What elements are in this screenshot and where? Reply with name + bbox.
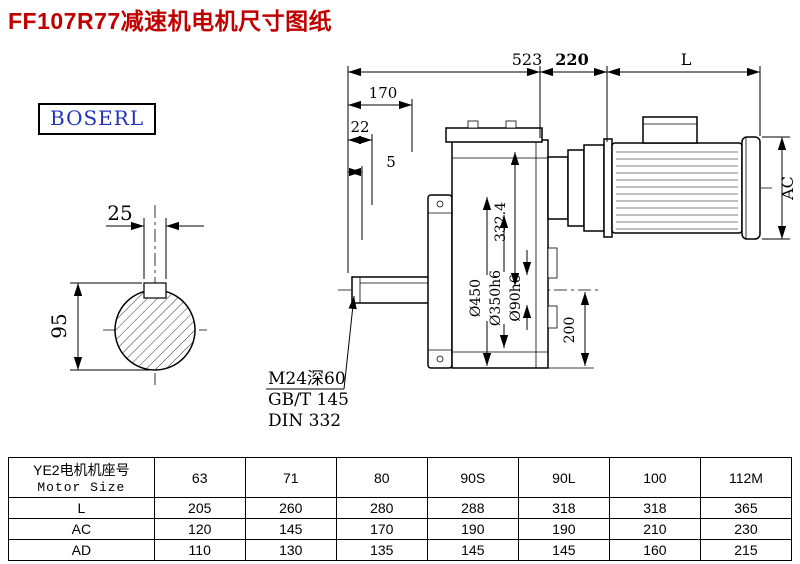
table-row: AD 110 130 135 145 145 160 215 xyxy=(8,539,793,561)
shaft-end-view: 25 95 xyxy=(47,201,207,385)
table-cell: 110 xyxy=(153,539,246,561)
shaft-bore-notes: M24深60 GB/T 145 DIN 332 xyxy=(266,295,357,431)
note-din-standard: DIN 332 xyxy=(268,411,341,431)
table-cell: 318 xyxy=(517,497,610,519)
header-title-cn: YE2电机机座号 xyxy=(33,462,130,478)
table-cell: 145 xyxy=(426,539,519,561)
dim-flange-dia: Ø450 xyxy=(468,279,484,317)
table-cell: 215 xyxy=(699,539,793,561)
col-header: 100 xyxy=(608,457,701,498)
dim-shaft-dia: Ø90h6 xyxy=(508,274,524,321)
table-cell: 190 xyxy=(517,518,610,540)
dim-5: 5 xyxy=(386,153,396,171)
dimensions: 523 220 L 170 22 5 Ø450 Ø350h6 Ø90h6 332… xyxy=(347,50,797,369)
brand-logo-text: BOSERL xyxy=(50,106,145,130)
output-flange xyxy=(427,194,453,369)
table-cell: 318 xyxy=(608,497,701,519)
motor-size-table: YE2电机机座号 Motor Size 63 71 80 90S 90L 100… xyxy=(8,457,793,561)
table-cell: 210 xyxy=(608,518,701,540)
col-header: 112M xyxy=(699,457,793,498)
table-cell: 145 xyxy=(244,518,337,540)
row-label: L xyxy=(8,497,155,519)
header-title-en: Motor Size xyxy=(37,480,126,495)
note-tap: M24深60 xyxy=(268,369,346,389)
table-header-row: YE2电机机座号 Motor Size 63 71 80 90S 90L 100… xyxy=(8,457,793,498)
col-header-motor-size: YE2电机机座号 Motor Size xyxy=(8,457,155,498)
table-cell: 170 xyxy=(335,518,428,540)
col-header: 71 xyxy=(244,457,337,498)
output-shaft xyxy=(351,276,431,304)
dim-170: 170 xyxy=(369,84,398,102)
table-cell: 365 xyxy=(699,497,793,519)
table-cell: 135 xyxy=(335,539,428,561)
brand-logo: BOSERL xyxy=(38,103,157,135)
table-cell: 130 xyxy=(244,539,337,561)
keyway xyxy=(143,282,167,299)
table-cell: 145 xyxy=(517,539,610,561)
col-header: 90L xyxy=(517,457,610,498)
col-header: 90S xyxy=(426,457,519,498)
dim-shaft-key-height: 95 xyxy=(47,313,71,338)
table-row: L 205 260 280 288 318 318 365 xyxy=(8,497,793,519)
input-adapter xyxy=(547,156,569,220)
table-cell: 288 xyxy=(426,497,519,519)
motor-body xyxy=(611,142,743,234)
dim-key-width: 25 xyxy=(107,201,132,225)
page-title: FF107R77减速机电机尺寸图纸 xyxy=(8,8,333,34)
dim-center-height: 332.4 xyxy=(493,202,509,242)
table-cell: 160 xyxy=(608,539,701,561)
dim-200: 200 xyxy=(562,317,578,344)
main-view xyxy=(338,116,772,369)
dim-22: 22 xyxy=(350,118,369,136)
dim-motor-length: L xyxy=(681,50,692,69)
shaft-section xyxy=(114,289,196,371)
table-cell: 280 xyxy=(335,497,428,519)
gear-housing xyxy=(451,139,549,369)
dim-total: 523 xyxy=(512,50,543,69)
col-header: 80 xyxy=(335,457,428,498)
table-cell: 120 xyxy=(153,518,246,540)
row-label: AC xyxy=(8,518,155,540)
table-row: AC 120 145 170 190 190 210 230 xyxy=(8,518,793,540)
note-gb-standard: GB/T 145 xyxy=(268,390,349,410)
dim-spigot-dia: Ø350h6 xyxy=(488,270,504,326)
fan-cowl xyxy=(741,136,761,240)
table-cell: 190 xyxy=(426,518,519,540)
table-cell: 260 xyxy=(244,497,337,519)
dim-adapter: 220 xyxy=(555,50,588,69)
table-cell: 230 xyxy=(699,518,793,540)
terminal-box xyxy=(642,116,698,144)
row-label: AD xyxy=(8,539,155,561)
col-header: 63 xyxy=(153,457,246,498)
dim-motor-dia: AC xyxy=(778,176,797,201)
table-cell: 205 xyxy=(153,497,246,519)
